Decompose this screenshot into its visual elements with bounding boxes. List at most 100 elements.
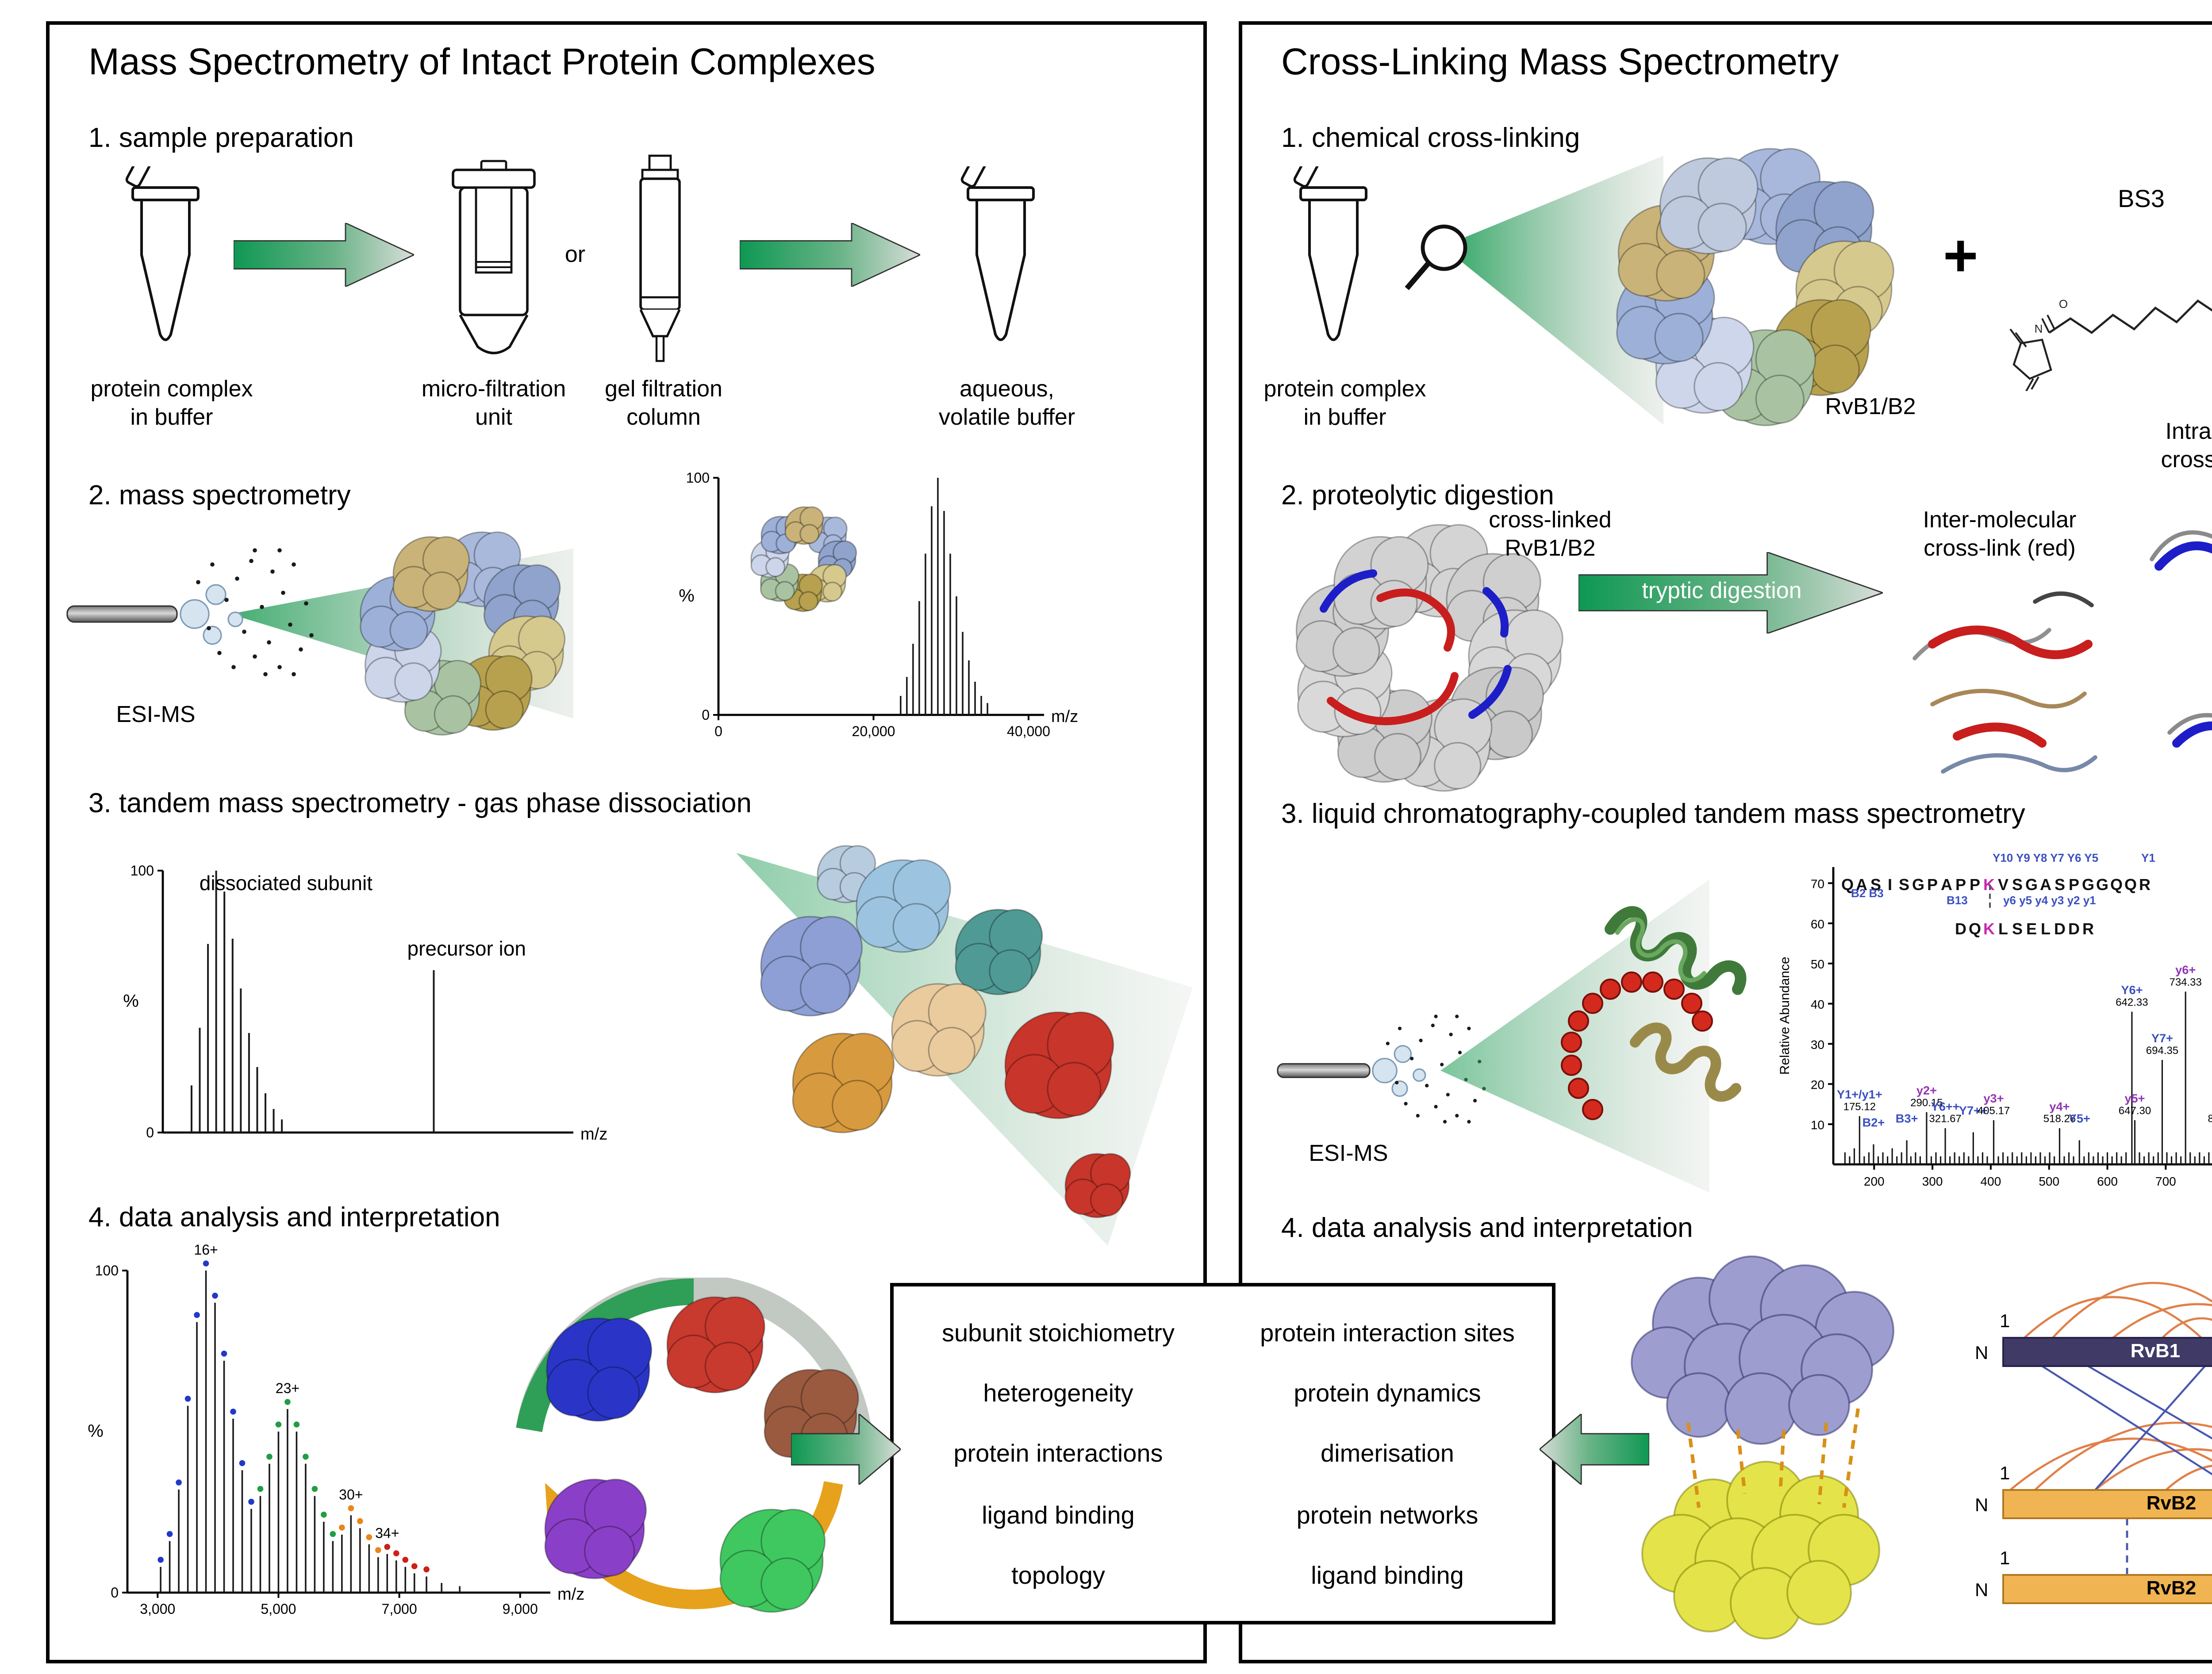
svg-text:%: % bbox=[123, 991, 139, 1011]
svg-text:321.67: 321.67 bbox=[1929, 1113, 1961, 1125]
amino-acid: S bbox=[1870, 876, 1881, 894]
amino-acid: G bbox=[2096, 876, 2108, 894]
svg-text:50: 50 bbox=[1811, 957, 1824, 971]
svg-text:Y6++: Y6++ bbox=[1931, 1099, 1960, 1113]
outcome-item: protein interaction sites bbox=[1260, 1318, 1515, 1347]
svg-text:Y1+/y1+: Y1+/y1+ bbox=[1837, 1087, 1882, 1101]
esi-ms-label: ESI-MS bbox=[1309, 1140, 1388, 1166]
left-step3-heading: 3. tandem mass spectrometry - gas phase … bbox=[88, 789, 752, 819]
magnifier-complex-graphic bbox=[1405, 148, 1894, 426]
frag-label-b13: B13 bbox=[1947, 895, 1968, 908]
svg-text:694.35: 694.35 bbox=[2146, 1044, 2178, 1056]
svg-text:16+: 16+ bbox=[194, 1242, 218, 1258]
frag-label-y1: Y1 bbox=[2141, 853, 2155, 865]
crosslinked-peptide-graphic bbox=[1440, 879, 1747, 1193]
amino-acid: D bbox=[2054, 920, 2066, 938]
svg-text:Y7+: Y7+ bbox=[2151, 1031, 2173, 1045]
svg-text:precursor ion: precursor ion bbox=[407, 937, 526, 960]
svg-text:B2+: B2+ bbox=[1863, 1116, 1885, 1129]
filter-caption: micro-filtration unit bbox=[421, 375, 566, 430]
intra-crosslink-label: Intra-molecular cross-link (blue) bbox=[2161, 418, 2212, 472]
workflow-arrow-icon bbox=[740, 223, 920, 287]
plus-sign: + bbox=[1943, 223, 1978, 290]
msms-spectrum: 10203040506070200300400500600700800900m/… bbox=[1778, 867, 2212, 1188]
left-panel: Mass Spectrometry of Intact Protein Comp… bbox=[46, 21, 1207, 1663]
amino-acid: Q bbox=[2124, 876, 2137, 894]
svg-text:30: 30 bbox=[1811, 1038, 1824, 1052]
svg-text:300: 300 bbox=[1922, 1175, 1943, 1188]
amino-acid: P bbox=[1969, 876, 1980, 894]
amino-acid: S bbox=[1898, 876, 1909, 894]
amino-acid: S bbox=[2012, 920, 2023, 938]
svg-text:Relative Abundance: Relative Abundance bbox=[1778, 957, 1792, 1075]
svg-text:0: 0 bbox=[702, 707, 710, 723]
microfiltration-unit-icon bbox=[452, 160, 536, 354]
svg-text:100: 100 bbox=[95, 1263, 119, 1279]
dimer-crosslink-graphic bbox=[1631, 1256, 1894, 1639]
amino-acid: L bbox=[2041, 920, 2051, 938]
esi-spray-complex-graphic bbox=[66, 531, 573, 736]
svg-text:290.15: 290.15 bbox=[1910, 1097, 1943, 1109]
tryptic-digestion-label: tryptic digestion bbox=[1642, 577, 1802, 603]
svg-text:Y5+: Y5+ bbox=[2069, 1112, 2090, 1125]
sample-tube-icon bbox=[1293, 166, 1367, 341]
amino-acid: A bbox=[2040, 876, 2051, 894]
bar2-n: N bbox=[1975, 1495, 1989, 1517]
sample-tube-icon bbox=[960, 166, 1035, 341]
svg-text:60: 60 bbox=[1811, 917, 1824, 931]
svg-text:518.26: 518.26 bbox=[2043, 1113, 2076, 1125]
amino-acid: D bbox=[2068, 920, 2080, 938]
outcome-item: protein networks bbox=[1296, 1500, 1479, 1528]
svg-text:m/z: m/z bbox=[580, 1125, 607, 1144]
crosslinked-caption: cross-linked RvB1/B2 bbox=[1489, 506, 1612, 561]
column-caption: gel filtration column bbox=[605, 375, 722, 430]
amino-acid: G bbox=[2025, 876, 2038, 894]
svg-text:m/z: m/z bbox=[1051, 707, 1078, 726]
outcome-item: protein dynamics bbox=[1294, 1379, 1481, 1408]
amino-acid: K bbox=[1983, 920, 1995, 938]
right-panel: Cross-Linking Mass Spectrometry 1. chemi… bbox=[1239, 21, 2212, 1663]
svg-text:9,000: 9,000 bbox=[503, 1601, 538, 1617]
amino-acid: G bbox=[1912, 876, 1924, 894]
amino-acid: R bbox=[2082, 920, 2094, 938]
svg-text:y2+: y2+ bbox=[1916, 1083, 1937, 1097]
outcomes-box: subunit stoichiometry heterogeneity prot… bbox=[890, 1283, 1555, 1624]
svg-text:500: 500 bbox=[2039, 1175, 2059, 1188]
svg-text:647.30: 647.30 bbox=[2119, 1105, 2151, 1117]
svg-text:700: 700 bbox=[2155, 1175, 2176, 1188]
svg-text:Y6+: Y6+ bbox=[2121, 983, 2143, 997]
svg-text:600: 600 bbox=[2097, 1175, 2118, 1188]
right-step2-heading: 2. proteolytic digestion bbox=[1281, 481, 1554, 511]
gel-filtration-column-icon bbox=[639, 154, 681, 362]
amino-acid: P bbox=[1927, 876, 1938, 894]
svg-text:40,000: 40,000 bbox=[1007, 723, 1050, 739]
outcome-item: heterogeneity bbox=[983, 1379, 1133, 1408]
into-box-arrow-right bbox=[1540, 1414, 1649, 1485]
outcome-item: ligand binding bbox=[1311, 1560, 1464, 1589]
svg-text:100: 100 bbox=[686, 470, 710, 486]
right-panel-title: Cross-Linking Mass Spectrometry bbox=[1281, 42, 1839, 83]
svg-text:405.17: 405.17 bbox=[1978, 1105, 2010, 1117]
svg-text:y4+: y4+ bbox=[2049, 1099, 2070, 1113]
outcomes-left-column: subunit stoichiometry heterogeneity prot… bbox=[894, 1286, 1223, 1621]
outcomes-right-column: protein interaction sites protein dynami… bbox=[1223, 1286, 1552, 1621]
svg-text:10: 10 bbox=[1811, 1118, 1824, 1132]
svg-text:200: 200 bbox=[1864, 1175, 1885, 1188]
left-step2-heading: 2. mass spectrometry bbox=[88, 481, 351, 511]
rvb-complex-label: RvB1/B2 bbox=[1825, 393, 1916, 419]
amino-acid: L bbox=[1998, 920, 2008, 938]
bar1-start: 1 bbox=[2000, 1311, 2010, 1332]
svg-text:m/z: m/z bbox=[557, 1585, 584, 1604]
right-step3-heading: 3. liquid chromatography-coupled tandem … bbox=[1281, 800, 2025, 830]
svg-text:0: 0 bbox=[714, 723, 722, 739]
frag-labels-y-seq2: y6 y5 y4 y3 y2 y1 bbox=[2003, 895, 2096, 908]
tube1-caption: protein complex in buffer bbox=[90, 375, 253, 430]
inter-peptides-graphic bbox=[1912, 591, 2097, 774]
tryptic-digestion-arrow bbox=[1578, 552, 1883, 634]
frag-labels-b-seq1: B2 B3 bbox=[1851, 888, 1884, 901]
svg-text:175.12: 175.12 bbox=[1843, 1101, 1876, 1113]
